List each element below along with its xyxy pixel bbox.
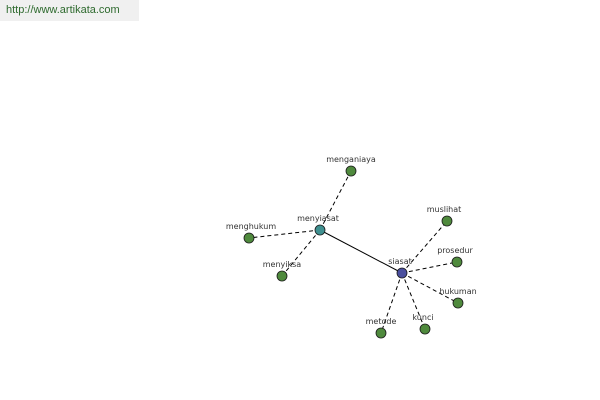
node-hukuman[interactable] bbox=[452, 297, 464, 309]
node-prosedur[interactable] bbox=[451, 256, 463, 268]
node-menyiksa[interactable] bbox=[276, 270, 288, 282]
edge-menyiasat-menyiksa bbox=[281, 229, 321, 277]
node-label-metode: metode bbox=[366, 317, 397, 326]
node-menghukum[interactable] bbox=[243, 232, 255, 244]
node-label-prosedur: prosedur bbox=[437, 246, 473, 255]
node-label-siasat: siasat bbox=[388, 257, 412, 266]
node-label-menyiksa: menyiksa bbox=[263, 260, 302, 269]
node-menyiasat[interactable] bbox=[314, 224, 326, 236]
node-label-kunci: kunci bbox=[412, 313, 433, 322]
node-label-muslihat: muslihat bbox=[427, 205, 462, 214]
edge-menyiasat-siasat bbox=[319, 229, 403, 274]
node-kunci[interactable] bbox=[419, 323, 431, 335]
node-muslihat[interactable] bbox=[441, 215, 453, 227]
edge-siasat-muslihat bbox=[401, 220, 448, 274]
node-label-menghukum: menghukum bbox=[226, 222, 276, 231]
labels-layer: siasat menyiasat menganiaya menghukum menyik… bbox=[226, 155, 477, 326]
node-label-hukuman: hukuman bbox=[439, 287, 476, 296]
edge-siasat-kunci bbox=[401, 272, 426, 330]
edge-siasat-metode bbox=[380, 272, 403, 334]
node-label-menyiasat: menyiasat bbox=[297, 214, 339, 223]
node-siasat[interactable] bbox=[396, 267, 408, 279]
node-menganiaya[interactable] bbox=[345, 165, 357, 177]
edge-menyiasat-menghukum bbox=[248, 229, 321, 239]
source-url-link[interactable]: http://www.artikata.com bbox=[0, 0, 139, 21]
node-label-menganiaya: menganiaya bbox=[326, 155, 376, 164]
node-metode[interactable] bbox=[375, 327, 387, 339]
edge-siasat-prosedur bbox=[401, 261, 458, 274]
nodes-layer bbox=[243, 165, 464, 339]
edge-siasat-hukuman bbox=[401, 272, 459, 304]
edges-layer bbox=[248, 170, 459, 334]
